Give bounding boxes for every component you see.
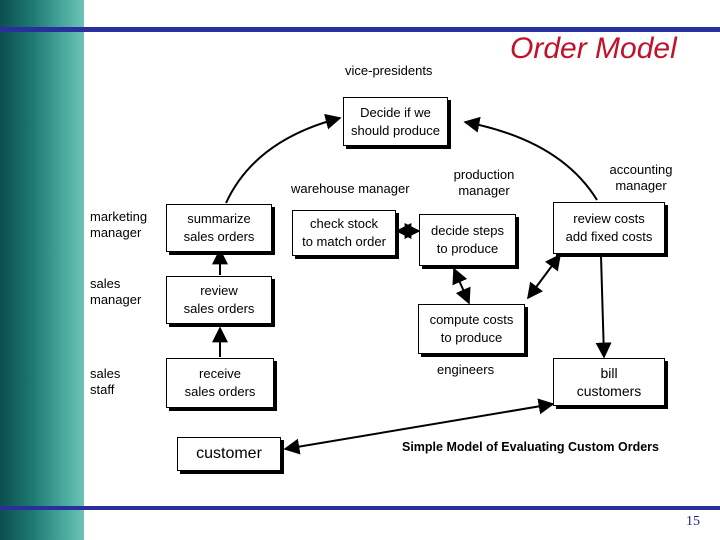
bottom-rule xyxy=(0,506,720,510)
vice-presidents-label: vice-presidents xyxy=(345,63,433,78)
arrow-accounting-to-decide xyxy=(463,116,598,201)
warehouse-manager-label: warehouse manager xyxy=(291,181,410,196)
page-number: 15 xyxy=(686,514,700,529)
diagram-caption: Simple Model of Evaluating Custom Orders xyxy=(402,440,659,454)
arrow-reviewcosts-to-bill xyxy=(595,255,612,359)
arrow-decidesteps-compute xyxy=(452,267,471,305)
slide-title: Order Model xyxy=(510,32,677,65)
arrow-compute-reviewcosts xyxy=(527,253,561,300)
customer-box: customer xyxy=(177,437,281,471)
engineers-label: engineers xyxy=(437,362,495,377)
sidebar-decoration xyxy=(0,0,84,540)
arrow-summarize-to-decide xyxy=(225,113,342,204)
top-rule xyxy=(0,27,720,32)
arrow-customer-bill xyxy=(283,398,555,455)
